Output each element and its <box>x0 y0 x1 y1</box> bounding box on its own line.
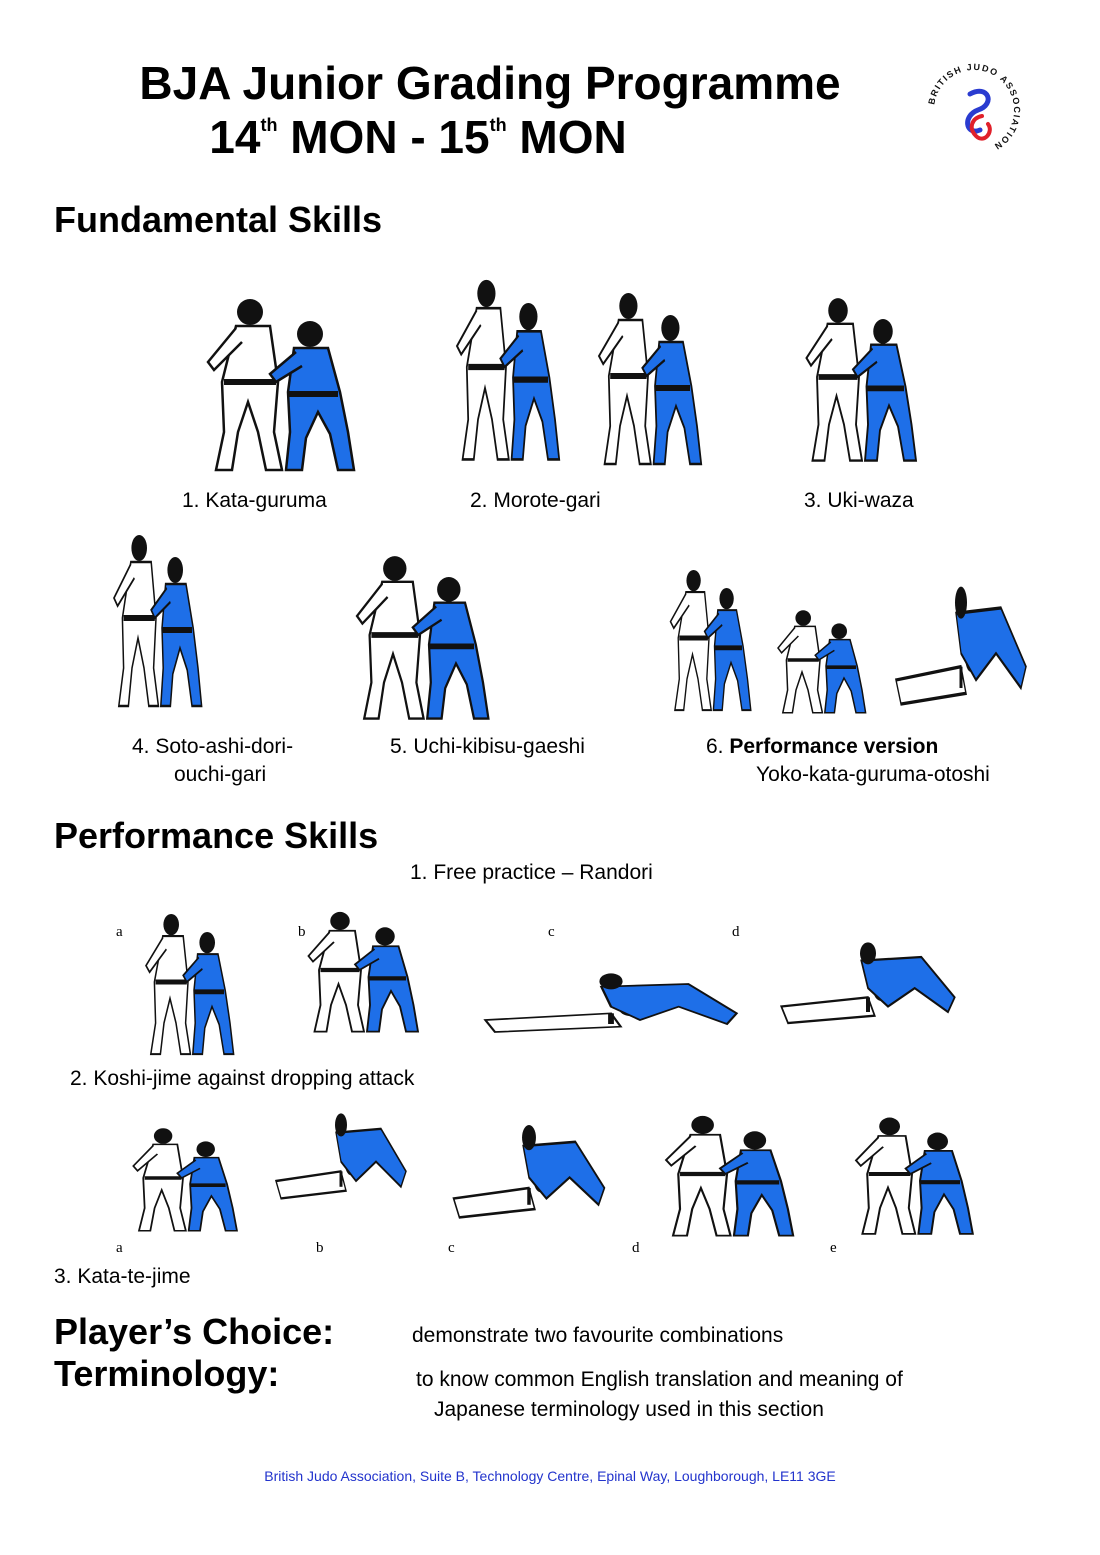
kata-te-jime-illustration-b <box>266 1094 416 1210</box>
fundamental-item-4-label-line1: 4. Soto-ashi-dori- <box>132 735 294 758</box>
row2-letter-c: c <box>448 1240 455 1256</box>
kata-te-jime-illustration-a <box>112 1118 254 1238</box>
fundamental-item-4-label-line2: ouchi-gari <box>174 763 267 786</box>
bja-logo: BRITISH JUDO ASSOCIATION <box>918 54 1030 166</box>
subtitle-sup-a: th <box>260 115 278 135</box>
row2-letter-d: d <box>632 1240 640 1256</box>
fundamental-item-5-label: 5. Uchi-kibisu-gaeshi <box>390 735 585 758</box>
fundamental-item-3-label: 3. Uki-waza <box>804 489 914 512</box>
performance-skills-heading: Performance Skills <box>54 815 379 856</box>
yoko-kata-guruma-illustration-1 <box>654 556 764 720</box>
row1-letter-c: c <box>548 924 555 940</box>
page-title: BJA Junior Grading Programme <box>139 57 841 109</box>
kata-te-jime-illustration-d <box>640 1104 814 1244</box>
terminology-label: Terminology: <box>54 1353 280 1394</box>
players-choice-text: demonstrate two favourite combinations <box>412 1324 784 1347</box>
subtitle-part-b: MON - 15 <box>277 111 490 163</box>
performance-item-2-label: 2. Koshi-jime against dropping attack <box>70 1067 415 1090</box>
kata-te-jime-illustration-e <box>832 1106 992 1242</box>
row2-letter-e: e <box>830 1240 837 1256</box>
performance-item-1-label: 1. Free practice – Randori <box>410 861 653 884</box>
kata-guruma-illustration <box>178 282 378 482</box>
page-subtitle: 14th MON - 15th MON <box>0 114 908 160</box>
fundamental-skills-heading: Fundamental Skills <box>54 199 383 240</box>
row1-letter-d: d <box>732 924 740 940</box>
uki-waza-illustration <box>784 282 934 472</box>
row1-letter-a: a <box>116 924 123 940</box>
kata-te-jime-illustration-c <box>442 1104 616 1230</box>
row1-letter-b: b <box>298 924 306 940</box>
fundamental-item-1-label: 1. Kata-guruma <box>182 489 327 512</box>
subtitle-sup-b: th <box>489 115 507 135</box>
fundamental-item-6-label-line2: Yoko-kata-guruma-otoshi <box>756 763 990 786</box>
performance-version-label: Performance version <box>729 735 939 758</box>
koshi-jime-illustration-b <box>286 900 436 1040</box>
subtitle-part-a: 14 <box>209 111 261 163</box>
yoko-kata-guruma-illustration-2 <box>760 600 880 720</box>
koshi-jime-illustration-a <box>128 900 248 1064</box>
terminology-text-line1: to know common English translation and m… <box>416 1368 903 1391</box>
performance-item-3-label: 3. Kata-te-jime <box>54 1265 191 1288</box>
morote-gari-illustration-1 <box>436 262 576 472</box>
row2-letter-a: a <box>116 1240 123 1256</box>
row2-letter-b: b <box>316 1240 324 1256</box>
morote-gari-illustration-2 <box>578 276 718 476</box>
fundamental-item-2-label: 2. Morote-gari <box>470 489 601 512</box>
koshi-jime-illustration-c <box>466 960 756 1040</box>
koshi-jime-illustration-d <box>768 924 968 1034</box>
terminology-text-line2: Japanese terminology used in this sectio… <box>434 1398 824 1421</box>
fundamental-item-6-prefix: 6. <box>706 735 730 758</box>
yoko-kata-guruma-illustration-3 <box>886 560 1036 720</box>
fundamental-item-6-label: 6. Performance version <box>706 734 938 760</box>
soto-ashi-dori-illustration <box>96 518 216 718</box>
subtitle-part-c: MON <box>506 111 627 163</box>
players-choice-label: Player’s Choice: <box>54 1311 335 1352</box>
footer-address: British Judo Association, Suite B, Techn… <box>264 1468 836 1484</box>
uchi-kibisu-gaeshi-illustration <box>330 540 510 730</box>
